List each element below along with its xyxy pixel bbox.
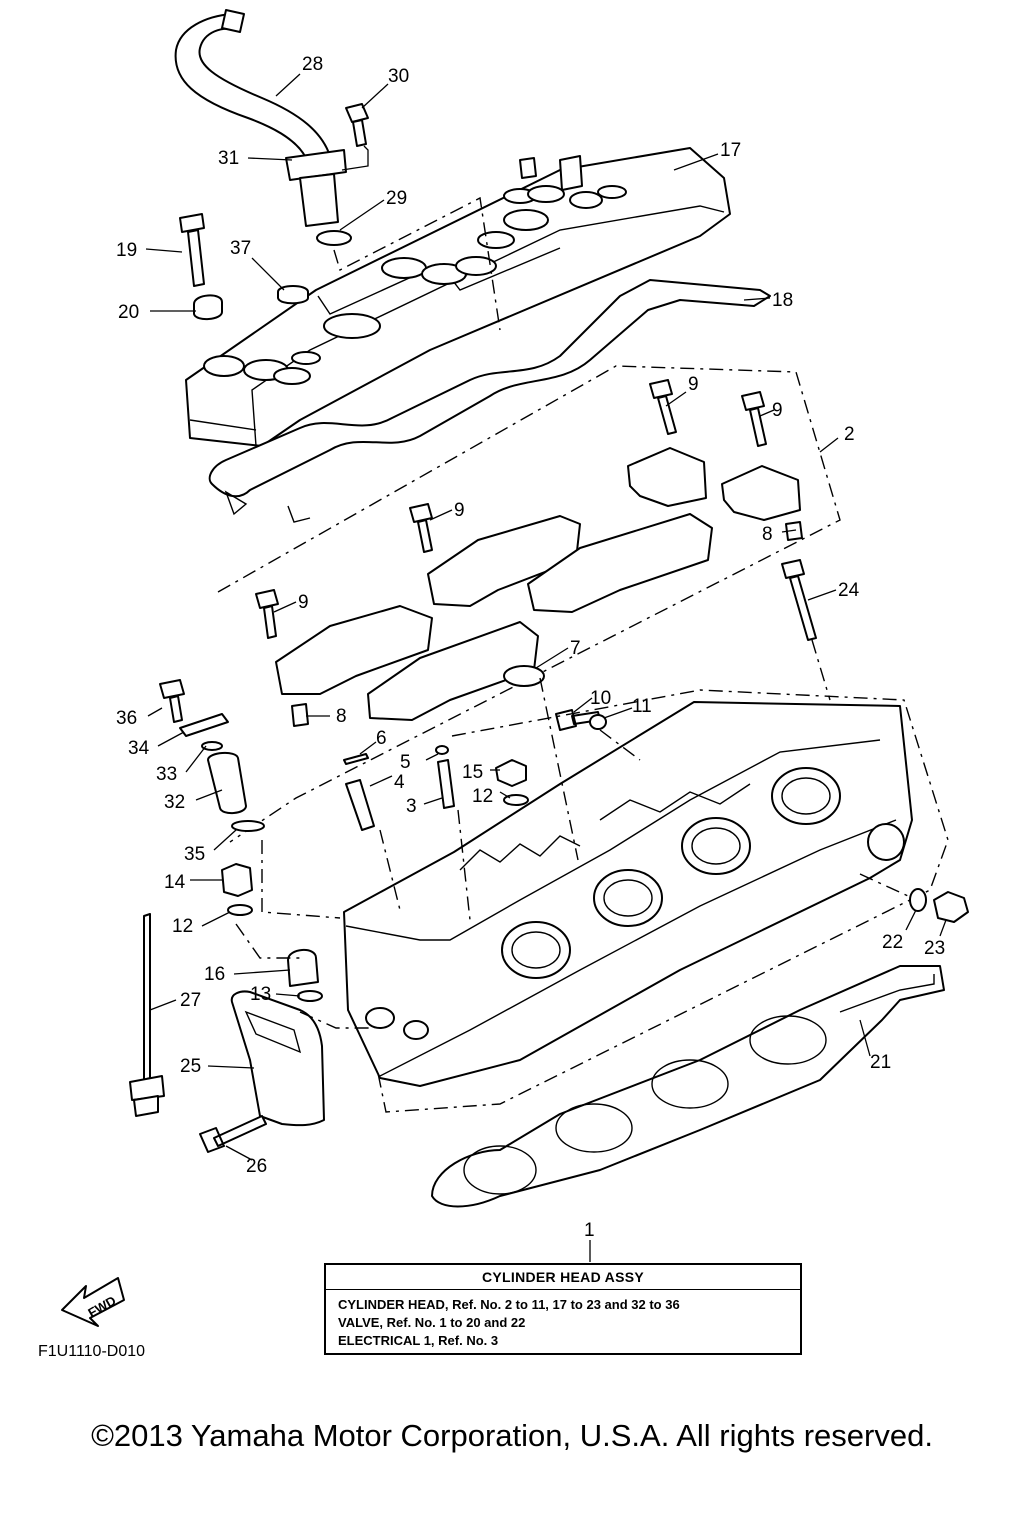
assembly-table-divider xyxy=(326,1289,800,1290)
nut-14 xyxy=(221,863,253,897)
callout-3: 3 xyxy=(406,796,417,817)
breather-hose xyxy=(174,9,347,227)
callout-9b: 9 xyxy=(772,400,783,421)
washer-22 xyxy=(909,888,927,912)
callout-labels: 28 30 31 29 17 19 37 20 18 9 9 2 9 8 24 … xyxy=(116,54,945,1241)
callout-33: 33 xyxy=(156,764,177,785)
assembly-table: CYLINDER HEAD ASSY CYLINDER HEAD, Ref. N… xyxy=(324,1263,802,1355)
callout-28: 28 xyxy=(302,54,323,75)
o-ring-35 xyxy=(231,820,265,832)
callout-8b: 8 xyxy=(336,706,347,727)
callout-9d: 9 xyxy=(298,592,309,613)
callout-22: 22 xyxy=(882,932,903,953)
pin-6 xyxy=(343,753,369,765)
bolt-26-part xyxy=(199,1115,267,1153)
fwd-arrow-icon: FWD xyxy=(61,1277,125,1327)
o-ring-5 xyxy=(435,745,449,755)
callout-24: 24 xyxy=(838,580,860,601)
washer-12b xyxy=(227,904,253,916)
callout-25: 25 xyxy=(180,1056,201,1077)
callout-15: 15 xyxy=(462,762,483,783)
callout-9a: 9 xyxy=(688,374,699,395)
grommet-20 xyxy=(193,294,223,320)
cap-nut-16 xyxy=(287,949,319,987)
assembly-table-title: CYLINDER HEAD ASSY xyxy=(481,1269,644,1285)
plug-23 xyxy=(933,891,969,923)
callout-19: 19 xyxy=(116,240,137,261)
assembly-line-valve: VALVE, Ref. No. 1 to 20 and 22 xyxy=(338,1315,526,1330)
callout-16: 16 xyxy=(204,964,225,985)
head-cover-gasket xyxy=(208,279,771,498)
o-ring-29 xyxy=(316,230,352,246)
bolt-30-part xyxy=(341,103,369,171)
callout-29: 29 xyxy=(386,188,407,209)
leader-lines xyxy=(145,73,947,1262)
camshaft-caps-boundary xyxy=(217,365,841,843)
callout-18: 18 xyxy=(772,290,793,311)
plug-7 xyxy=(503,665,545,687)
bracket-25 xyxy=(230,990,325,1127)
washer-33 xyxy=(201,741,223,751)
plug-37 xyxy=(277,285,309,305)
callout-35: 35 xyxy=(184,844,205,865)
callout-12b: 12 xyxy=(172,916,193,937)
callout-26: 26 xyxy=(246,1156,267,1177)
washer-13 xyxy=(297,990,323,1002)
cylinder-head xyxy=(343,701,913,1087)
callout-7: 7 xyxy=(570,638,581,659)
copyright-notice: ©2013 Yamaha Motor Corporation, U.S.A. A… xyxy=(91,1418,933,1453)
cylinder-head-boundary xyxy=(345,689,949,1113)
sensor-3 xyxy=(437,759,455,809)
callout-37: 37 xyxy=(230,238,251,259)
callout-36: 36 xyxy=(116,708,137,729)
callout-31: 31 xyxy=(218,148,239,169)
cap-bolts xyxy=(255,379,817,641)
washer-11 xyxy=(589,714,607,730)
callout-30: 30 xyxy=(388,66,409,87)
camshaft-caps xyxy=(275,447,801,721)
callout-12a: 12 xyxy=(472,786,493,807)
cylinder-32 xyxy=(207,752,247,814)
callout-6: 6 xyxy=(376,728,387,749)
harness-27-part xyxy=(129,913,165,1117)
diagram-code: F1U1110-D010 xyxy=(38,1343,146,1360)
assembly-line-cylinder-head: CYLINDER HEAD, Ref. No. 2 to 11, 17 to 2… xyxy=(338,1297,680,1312)
cylinder-head-cover xyxy=(185,147,731,447)
callout-8a: 8 xyxy=(762,524,773,545)
callout-4: 4 xyxy=(394,772,405,793)
sensor-4 xyxy=(345,779,375,831)
head-gasket xyxy=(431,965,945,1208)
callout-2: 2 xyxy=(844,424,855,445)
callout-27: 27 xyxy=(180,990,201,1011)
bolt-19-part xyxy=(179,213,205,287)
dowel-8b xyxy=(291,703,309,727)
callout-10: 10 xyxy=(590,688,611,709)
callout-23: 23 xyxy=(924,938,945,959)
bracket-34 xyxy=(179,713,229,737)
callout-9c: 9 xyxy=(454,500,465,521)
assembly-line-electrical: ELECTRICAL 1, Ref. No. 3 xyxy=(338,1333,499,1348)
dowel-8a xyxy=(785,521,803,541)
callout-17: 17 xyxy=(720,140,741,161)
nut-15 xyxy=(495,759,527,787)
callout-1: 1 xyxy=(584,1220,595,1241)
callout-32: 32 xyxy=(164,792,185,813)
callout-13: 13 xyxy=(250,984,271,1005)
callout-11: 11 xyxy=(632,696,652,717)
callout-21: 21 xyxy=(870,1052,891,1073)
bolt-36-part xyxy=(159,679,185,723)
callout-34: 34 xyxy=(128,738,150,759)
callout-14: 14 xyxy=(164,872,186,893)
callout-5: 5 xyxy=(400,752,411,773)
callout-20: 20 xyxy=(118,302,139,323)
